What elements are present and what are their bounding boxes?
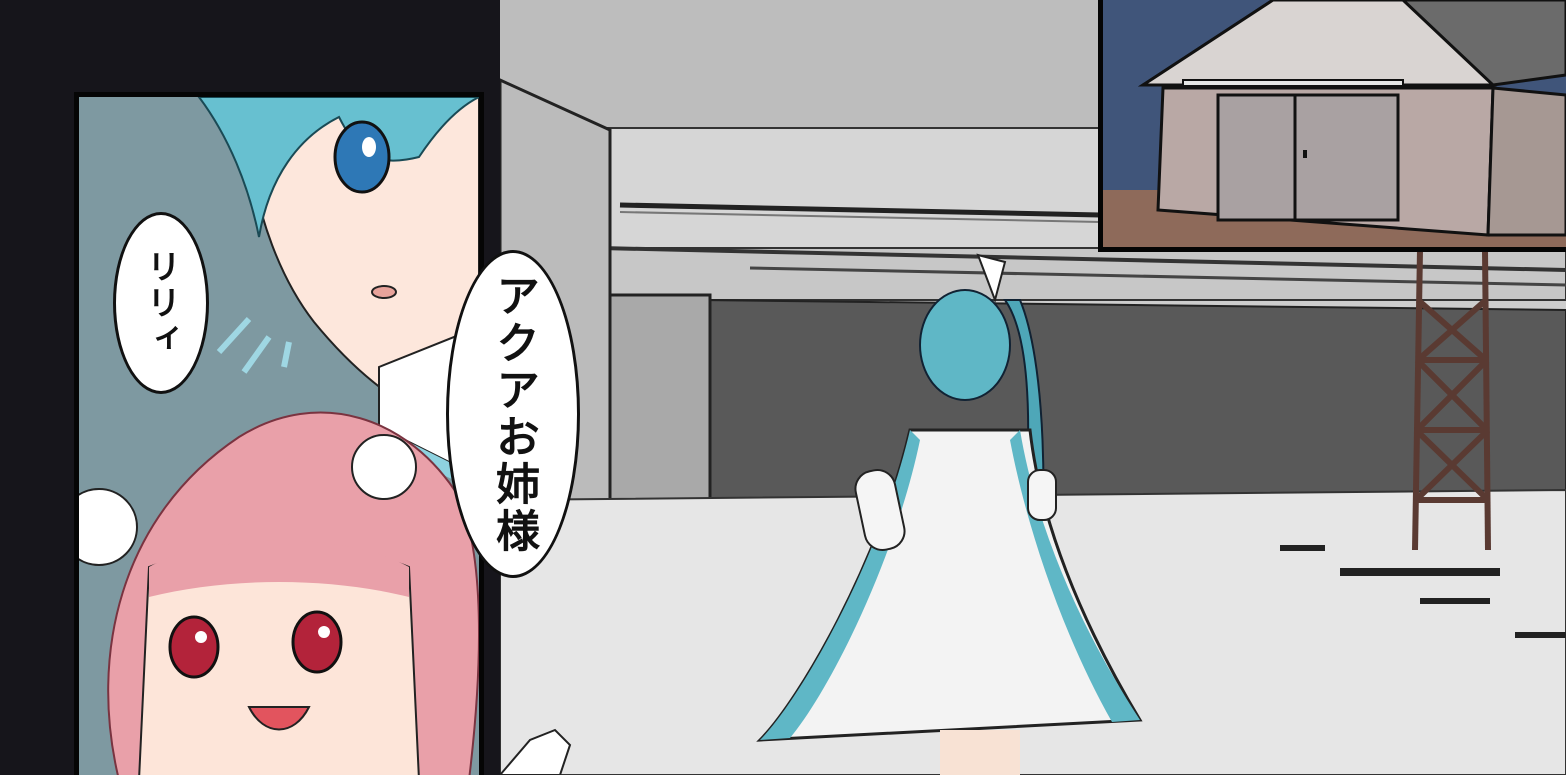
closeup-scene	[79, 97, 479, 775]
warehouse-scene	[1103, 0, 1566, 247]
aqua-figure-back	[756, 253, 1143, 775]
speech-bubble-aqua: アクアお姉様	[446, 250, 580, 578]
motion-lines	[216, 316, 292, 374]
closeup-panel	[74, 92, 484, 775]
speech-bubble-lily: リリィ	[113, 212, 209, 394]
lily-face	[79, 411, 479, 775]
warehouse-inset-panel	[1098, 0, 1566, 252]
speech-text-lily: リリィ	[140, 249, 181, 357]
speech-text-aqua: アクアお姉様	[488, 273, 539, 555]
